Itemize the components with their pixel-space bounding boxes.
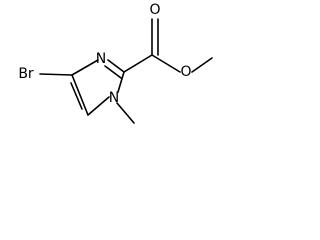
atom-methyl-nitrogen-label: N [109, 90, 119, 106]
bond-c2-n1 [117, 71, 125, 93]
structure-canvas: Br N N O O [0, 0, 224, 140]
bond-n1-methyl [116, 102, 135, 124]
atom-carbonyl-oxygen-label: O [149, 2, 160, 18]
molecule-diagram: Br N N O O [18, 2, 213, 124]
bond-n3-c2-double-b [104, 65, 122, 79]
bond-c5-c4-double-a [71, 74, 89, 116]
bond-c4-br [39, 73, 73, 76]
bond-c4-n3 [71, 59, 99, 76]
bond-c2-carbonyl [123, 54, 153, 73]
bond-n1-c5 [87, 96, 110, 116]
atom-ester-oxygen-label: O [180, 64, 191, 80]
bond-ester-o-methyl [191, 57, 213, 73]
bond-c5-c4-double-b [70, 82, 83, 110]
bond-carbonyl-ester-o [151, 54, 181, 73]
bond-n3-c2-double-a [107, 59, 125, 73]
atom-bromine-label: Br [18, 66, 34, 82]
atom-ring-nitrogen-label: N [96, 51, 106, 67]
